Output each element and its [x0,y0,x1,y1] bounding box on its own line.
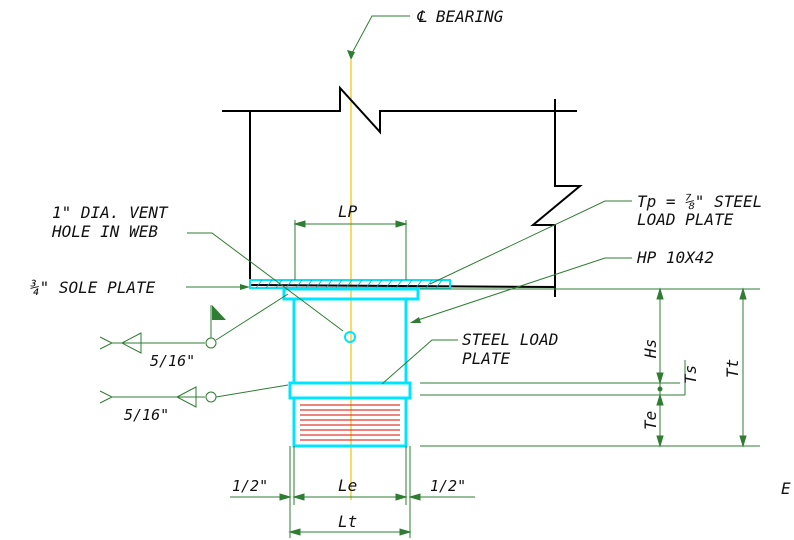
hp-label: HP 10X42 [636,248,714,267]
field-weld-flag [212,305,226,320]
cl-bearing-leader [350,15,410,56]
hp-pile-section [292,299,408,383]
cl-bearing-label: ℄ BEARING [416,7,504,26]
tp-label-line1: Tp = ⅞" STEEL [637,192,762,211]
weld-symbol-bottom [99,384,289,408]
hs-dimension [656,287,664,385]
weld-symbol-top [99,293,289,354]
te-dimension [656,393,664,448]
half-right-label: 1/2" [430,477,466,495]
weld-bottom-label: 5/16" [124,406,169,424]
le-dimension [230,493,475,501]
steel-load-leader [381,339,458,385]
steel-load-label-line1: STEEL LOAD [462,330,558,349]
vent-label-line1: 1" DIA. VENT [52,203,169,222]
ts-dimension [657,360,686,396]
te-label: Te [641,411,660,430]
tt-label: Tt [723,359,742,378]
vent-label-line2: HOLE IN WEB [51,222,158,241]
top-load-plate [282,287,420,301]
vent-leader [187,232,344,332]
steel-load-label-line2: PLATE [462,349,511,368]
tp-leader [429,200,632,285]
right-extension-lines [420,288,760,447]
tt-dimension [739,287,747,448]
bottom-extension-lines [289,446,411,538]
le-label: Le [338,476,357,495]
weld-top-label: 5/16" [150,352,195,370]
lt-label: Lt [338,512,357,531]
edge-letter: E [781,479,791,498]
hs-label: Hs [641,339,660,359]
steel-load-plate [288,381,412,400]
elastomer-pad [292,396,408,448]
half-left-label: 1/2" [232,477,268,495]
elastomer-layers [300,404,400,441]
lt-dimension [288,528,412,536]
tp-label-line2: LOAD PLATE [637,210,734,229]
hp-leader [411,257,632,323]
sole-plate-label: ¾" SOLE PLATE [30,278,156,297]
girder-outline [222,85,583,297]
ts-label: Ts [681,365,700,384]
lp-label: LP [338,202,358,221]
vent-hole [344,331,356,343]
lp-dimension [293,220,408,280]
